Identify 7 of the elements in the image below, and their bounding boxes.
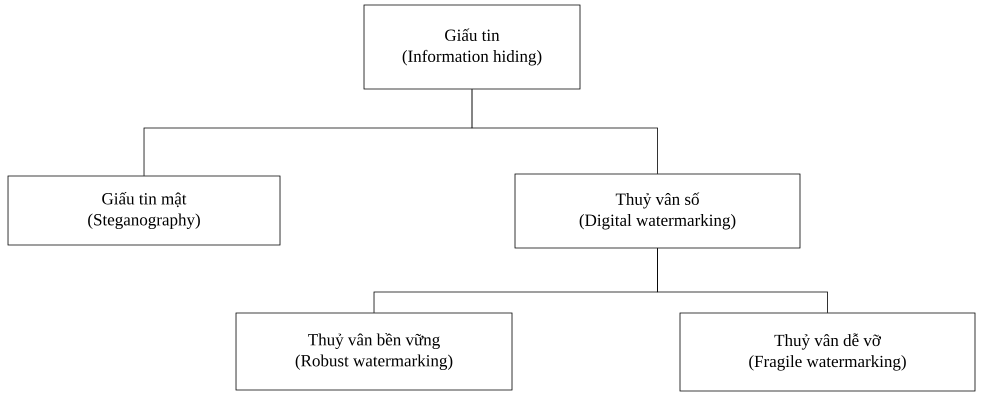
process-box: Giấu tin mật (Steganography) [8, 176, 280, 246]
connector-line [472, 89, 658, 174]
process-box: Thuỷ vân dễ vỡ (Fragile watermarking) [680, 312, 976, 392]
connector-line [657, 248, 828, 313]
process-box: Thuỷ vân số (Digital watermarking) [514, 174, 800, 248]
process-box: Thuỷ vân bền vững (Robust watermarking) [236, 312, 512, 390]
process-box: Giấu tin (Information hiding) [364, 4, 580, 90]
